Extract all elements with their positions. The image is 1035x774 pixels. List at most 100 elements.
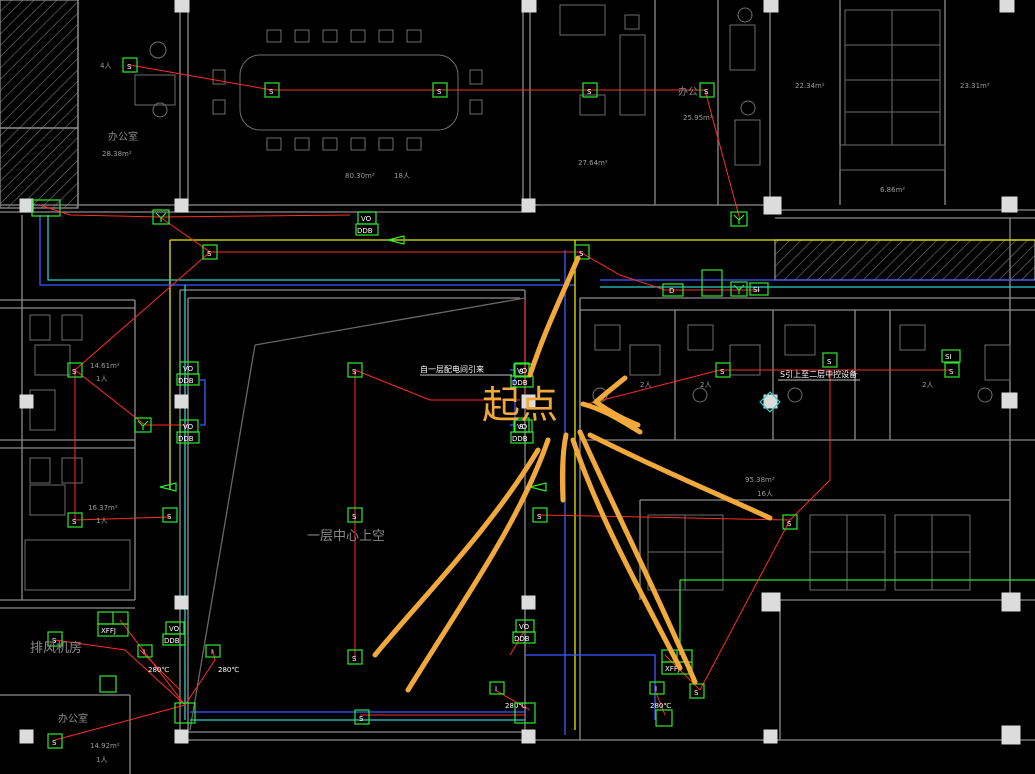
svg-text:XFFJ: XFFJ bbox=[101, 627, 116, 635]
svg-text:280℃: 280℃ bbox=[505, 702, 526, 710]
svg-text:S: S bbox=[519, 423, 524, 431]
room-area: 14.61m² bbox=[90, 362, 120, 370]
room-count: 1人 bbox=[96, 375, 107, 383]
s-device: S bbox=[67, 512, 83, 528]
y-detector bbox=[730, 211, 748, 227]
svg-text:S: S bbox=[52, 637, 57, 645]
s-device: S bbox=[162, 507, 178, 523]
room-count: 4人 bbox=[100, 62, 111, 70]
svg-text:DDB: DDB bbox=[164, 637, 180, 645]
callouts: 自一层配电间引来 S引上至二层中控设备 bbox=[420, 364, 860, 381]
s-device: S bbox=[122, 57, 138, 73]
s-device: S bbox=[47, 733, 63, 749]
svg-text:VO: VO bbox=[169, 625, 180, 633]
svg-text:S: S bbox=[127, 63, 132, 71]
fire-damper: I 280℃ bbox=[649, 681, 671, 710]
si-device: SI bbox=[749, 282, 769, 296]
svg-text:S: S bbox=[827, 358, 832, 366]
svg-text:DDB: DDB bbox=[178, 377, 194, 385]
svg-text:DDB: DDB bbox=[357, 227, 373, 235]
svg-text:DDB: DDB bbox=[512, 379, 528, 387]
y-detector bbox=[152, 209, 170, 225]
s-device: S bbox=[264, 82, 280, 98]
svg-text:280℃: 280℃ bbox=[218, 666, 239, 674]
svg-text:S: S bbox=[720, 368, 725, 376]
svg-text:I: I bbox=[655, 685, 657, 693]
s-device: S bbox=[715, 362, 731, 378]
room-area: 25.95m² bbox=[683, 114, 713, 122]
svg-text:S: S bbox=[167, 513, 172, 521]
si-device: SI bbox=[941, 349, 961, 363]
s-device: S bbox=[822, 352, 838, 368]
room-count: 1人 bbox=[96, 517, 107, 525]
svg-text:XFFJ: XFFJ bbox=[665, 665, 680, 673]
vo-ddb-unit: VO DDB bbox=[162, 621, 186, 646]
fire-damper: I 280℃ bbox=[205, 644, 239, 674]
s-device: S bbox=[47, 631, 63, 647]
devices: S S S S S S S S S S S S S S S S S S S S … bbox=[31, 57, 961, 749]
s-device: S bbox=[202, 244, 218, 260]
room-count: 2人 bbox=[640, 381, 651, 389]
svg-text:VO: VO bbox=[361, 215, 372, 223]
s-device: S bbox=[354, 709, 370, 725]
room-area: 14.92m² bbox=[90, 742, 120, 750]
s-device: S bbox=[699, 82, 715, 98]
s-device: S bbox=[944, 362, 960, 378]
svg-text:S: S bbox=[359, 715, 364, 723]
room-name: 办公 bbox=[678, 85, 698, 98]
svg-text:S: S bbox=[352, 368, 357, 376]
panel-device bbox=[174, 702, 196, 724]
panel-device bbox=[701, 269, 723, 297]
svg-text:S: S bbox=[787, 520, 792, 528]
room-area: 16.37m² bbox=[88, 504, 118, 512]
vo-ddb-unit: VO DDB bbox=[512, 619, 536, 644]
room-name: 一层中心上空 bbox=[307, 529, 385, 544]
fire-damper: I 280℃ bbox=[137, 644, 169, 674]
room-count: 1人 bbox=[96, 756, 107, 764]
room-count: 2人 bbox=[700, 381, 711, 389]
svg-text:S: S bbox=[587, 88, 592, 96]
svg-text:SI: SI bbox=[753, 286, 760, 294]
svg-text:S: S bbox=[694, 689, 699, 697]
room-area: 80.30m² bbox=[345, 172, 375, 180]
vo-ddb-unit: VO DDB bbox=[510, 419, 534, 444]
svg-text:S: S bbox=[269, 88, 274, 96]
svg-text:DDB: DDB bbox=[178, 435, 194, 443]
source-callout: 自一层配电间引来 bbox=[420, 364, 484, 374]
svg-text:S: S bbox=[537, 513, 542, 521]
s-device: S bbox=[67, 362, 83, 378]
s-device: S bbox=[532, 507, 548, 523]
room-area: 22.34m² bbox=[795, 82, 825, 90]
s-device: S bbox=[347, 649, 363, 665]
room-count: 2人 bbox=[922, 381, 933, 389]
y-detector bbox=[134, 417, 152, 433]
room-labels: 办公室 28.38m² 4人 80.30m² 18人 27.64m² 办公 25… bbox=[30, 62, 990, 764]
svg-text:I: I bbox=[495, 685, 497, 693]
room-name: 办公室 bbox=[108, 130, 138, 143]
svg-text:VO: VO bbox=[519, 623, 530, 631]
furniture bbox=[24, 4, 1011, 591]
room-name: 排风机房 bbox=[30, 640, 82, 656]
svg-text:S: S bbox=[352, 513, 357, 521]
panel-device bbox=[99, 675, 117, 693]
riser-callout: S引上至二层中控设备 bbox=[780, 369, 857, 379]
junction-icon bbox=[759, 391, 781, 413]
columns bbox=[19, 0, 1021, 745]
svg-text:I: I bbox=[143, 648, 145, 656]
vo-ddb-unit: VO DDB bbox=[355, 211, 379, 236]
svg-text:280℃: 280℃ bbox=[650, 702, 671, 710]
speaker-icon bbox=[387, 235, 405, 245]
room-area: 95.38m² bbox=[745, 476, 775, 484]
s-device: S bbox=[574, 244, 590, 260]
fire-damper: I 280℃ bbox=[489, 681, 526, 710]
svg-text:S: S bbox=[207, 250, 212, 258]
room-name: 办公室 bbox=[58, 712, 88, 725]
room-area: 23.31m² bbox=[960, 82, 990, 90]
svg-text:VO: VO bbox=[517, 423, 528, 431]
svg-text:S: S bbox=[949, 368, 954, 376]
room-area: 28.38m² bbox=[102, 150, 132, 158]
speaker-icon bbox=[159, 482, 177, 492]
panel-device bbox=[655, 709, 673, 727]
svg-text:D: D bbox=[669, 287, 674, 295]
